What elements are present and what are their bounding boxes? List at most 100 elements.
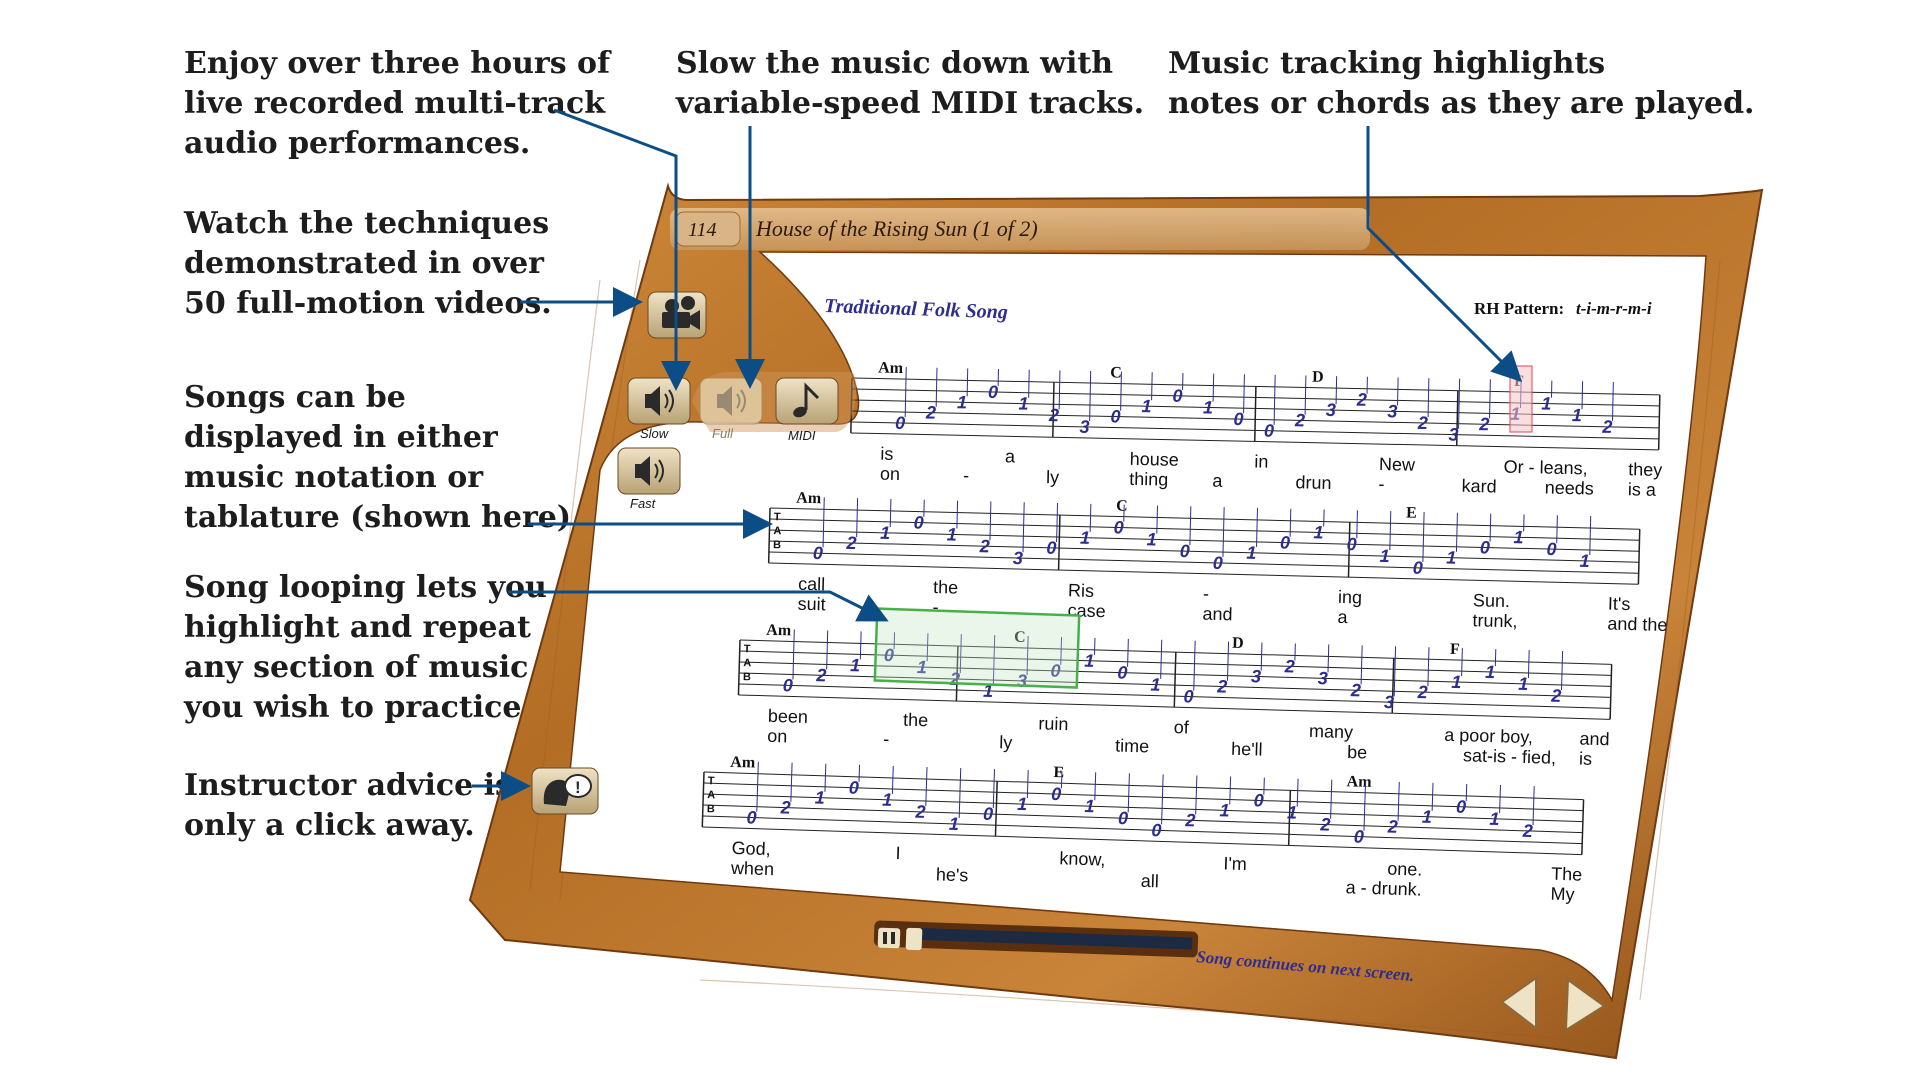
lyric-syllable: a poor boy, [1444, 725, 1533, 747]
lyric-syllable: all [1140, 871, 1159, 892]
tab-fret-number: 2 [949, 669, 961, 689]
tab-fret-number: 1 [917, 657, 928, 677]
tab-fret-number: 0 [1456, 797, 1467, 817]
note-stem [1243, 374, 1245, 414]
chord-symbol: D [1312, 369, 1324, 386]
prev-page-button[interactable] [1500, 976, 1537, 1031]
note-stem [1028, 369, 1030, 398]
speaker-icon [635, 456, 664, 486]
tab-fret-number: 2 [1387, 816, 1399, 836]
staff-line [703, 771, 1584, 801]
lyric-syllable: in [1254, 451, 1268, 471]
tab-fret-number: 0 [1117, 663, 1128, 683]
lyric-syllable: know, [1059, 848, 1106, 869]
note-stem [1120, 371, 1122, 411]
tab-fret-number: 0 [1346, 534, 1357, 554]
note-stem [1060, 771, 1063, 789]
loop-highlight[interactable] [873, 607, 1081, 689]
tab-clef-letter: B [773, 539, 781, 551]
tab-fret-number: 3 [1326, 400, 1336, 420]
note-stem [1455, 512, 1458, 552]
tab-system: AmCDF021012301010023232321112isahouseinN… [850, 360, 1662, 500]
tab-fret-number: 2 [815, 665, 827, 685]
note-stem [935, 367, 938, 407]
tab-fret-number: 2 [925, 403, 936, 423]
tab-fret-number: 1 [1017, 794, 1028, 814]
tab-fret-number: 1 [1313, 522, 1324, 542]
tab-fret-number: 0 [1353, 826, 1364, 846]
lyric-syllable: a - drunk. [1345, 877, 1422, 899]
tab-fret-number: 2 [1283, 656, 1295, 676]
tab-clef-letter: T [774, 511, 781, 523]
tab-fret-number: 1 [949, 814, 960, 834]
note-stem [891, 765, 894, 794]
lyric-syllable: ing [1338, 587, 1363, 608]
note-stem [1212, 373, 1215, 402]
tab-fret-number: 2 [1521, 821, 1533, 841]
tab-fret-number: 0 [782, 675, 793, 695]
tab-fret-number: 0 [895, 413, 905, 433]
tab-fret-number: 0 [983, 804, 994, 824]
chord-symbol: F [1450, 641, 1460, 658]
lyric-syllable: suit [797, 594, 825, 615]
progress-bar[interactable] [873, 920, 1199, 958]
lyric-syllable: he's [936, 864, 969, 885]
lyric-syllable: been [768, 706, 809, 727]
lyric-syllable: God, [731, 838, 771, 859]
note-stem [1156, 505, 1159, 534]
tab-clef-letter: B [743, 671, 751, 683]
note-stem [1127, 773, 1130, 813]
tab-fret-number: 0 [1046, 538, 1057, 558]
full-button[interactable]: Full [699, 377, 763, 441]
lyric-syllable: house [1129, 449, 1178, 470]
slow-label: Slow [640, 426, 670, 441]
note-stem [1360, 645, 1363, 685]
tab-fret-number: 1 [1084, 796, 1095, 816]
tab-fret-number: 0 [849, 778, 860, 798]
lyric-syllable: New [1379, 454, 1416, 475]
tab-fret-number: 1 [814, 787, 825, 807]
lyric-syllable: the [933, 577, 959, 598]
note-stem [956, 500, 959, 529]
staff-line [702, 815, 1583, 845]
lyric-syllable: a [1212, 471, 1223, 491]
barline [1455, 390, 1459, 446]
note-stem [904, 367, 907, 418]
advice-button[interactable]: ! [531, 767, 599, 815]
note-stem [1229, 776, 1232, 805]
progress-thumb[interactable] [905, 927, 923, 951]
callout-arrows [472, 108, 1523, 801]
tab-fret-number: 1 [1287, 802, 1298, 822]
lyric-syllable: - [883, 729, 890, 749]
tab-fret-number: 3 [1384, 692, 1395, 712]
note-stem [1499, 785, 1501, 814]
barline [1609, 664, 1613, 720]
note-stem [1465, 783, 1468, 801]
note-stem [1561, 650, 1564, 690]
staff-line [769, 540, 1639, 563]
tab-clef-letter: T [744, 643, 751, 655]
tab-fret-number: 2 [779, 797, 791, 817]
tab-fret-number: 0 [1179, 541, 1190, 561]
tab-fret-number: 2 [1601, 417, 1612, 437]
fast-button[interactable]: Fast [617, 447, 681, 511]
barline [1173, 652, 1177, 708]
tab-fret-number: 0 [913, 513, 924, 533]
lyric-syllable: sat-is - fied, [1463, 745, 1557, 768]
note-stem [856, 498, 859, 538]
staff-line [702, 826, 1582, 856]
note-stem [824, 763, 827, 792]
tab-fret-number: 1 [1080, 528, 1091, 548]
pause-button[interactable] [877, 927, 901, 949]
staff-line [768, 562, 1639, 585]
lyric-syllable: call [798, 574, 825, 595]
note-stem [1263, 777, 1265, 795]
note-stem [1089, 370, 1092, 421]
midi-button[interactable]: MIDI [775, 377, 839, 443]
barline [1287, 790, 1292, 846]
tab-fret-number: 0 [1412, 558, 1423, 578]
lyric-syllable: many [1309, 721, 1354, 742]
tab-fret-number: 1 [1422, 807, 1433, 827]
next-page-button[interactable] [1564, 978, 1606, 1032]
